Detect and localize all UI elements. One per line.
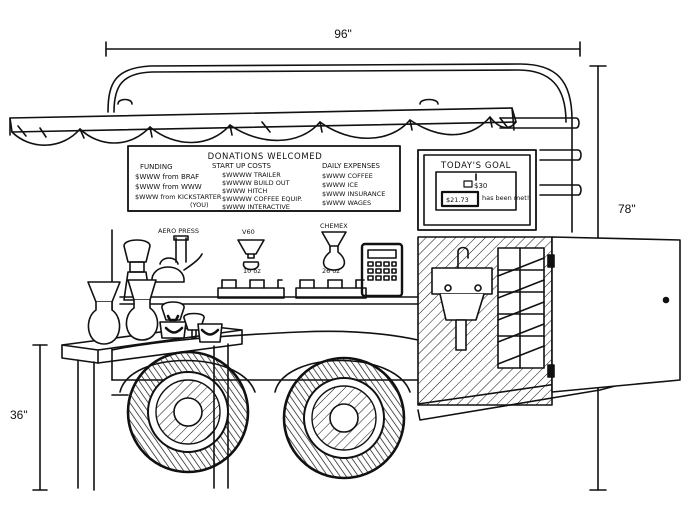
v60-label: V60: [242, 228, 255, 236]
daily-line: $WWW COFFEE: [322, 172, 373, 180]
side-compartment: [417, 236, 553, 406]
coffee-grinder: [123, 239, 151, 301]
cup-trays: [217, 279, 367, 299]
startup-line: $WWW INTERACTIVE: [222, 203, 290, 211]
todays-goal-board: TODAY'S GOAL $30 $21.73 has been met!: [417, 149, 537, 231]
awning: [9, 107, 517, 146]
front-wheel: [126, 350, 250, 474]
width-dimension: 96": [105, 27, 581, 57]
goal-amount: $30: [474, 182, 487, 190]
startup-costs-column: START UP COSTS $WWWW TRAILER $WWWW BUILD…: [212, 162, 302, 211]
v60-dripper: [237, 239, 265, 271]
funding-column: FUNDING $WWW from BRAF $WWW from WWW $WW…: [135, 163, 222, 209]
raised-caption: has been met!: [482, 194, 529, 202]
startup-line: $WWWW TRAILER: [222, 171, 281, 179]
startup-line: $WWW HITCH: [222, 187, 267, 195]
table-height-dimension: 36": [10, 344, 48, 491]
table-cups: [159, 301, 223, 343]
startup-heading: START UP COSTS: [212, 162, 272, 170]
funding-line: $WWW from KICKSTARTER: [135, 193, 222, 201]
aeropress-stand: [173, 235, 189, 263]
width-dimension-label: 96": [334, 27, 352, 41]
v60-size-label: 10 oz: [243, 267, 261, 275]
daily-heading: DAILY EXPENSES: [322, 162, 381, 170]
table-carafes: [87, 279, 159, 345]
payment-terminal: [360, 242, 404, 298]
funding-heading: FUNDING: [140, 163, 173, 171]
kettle: [151, 253, 203, 283]
open-side-door: [547, 236, 681, 393]
chemex-brewer: [321, 231, 347, 271]
donations-board: DONATIONS WELCOMED FUNDING $WWW from BRA…: [127, 145, 401, 212]
funding-line: (YOU): [190, 201, 209, 209]
chemex-size-label: 26 oz: [322, 267, 340, 275]
startup-line: $WWWW BUILD OUT: [222, 179, 290, 187]
startup-line: $WWWW COFFEE EQUIP.: [222, 195, 302, 203]
table-height-label: 36": [10, 408, 28, 422]
funding-line: $WWW from WWW: [135, 183, 202, 191]
height-dimension-label: 78": [618, 202, 636, 216]
daily-line: $WWW INSURANCE: [322, 190, 385, 198]
board-title: DONATIONS WELCOMED: [208, 152, 323, 162]
chemex-label: CHEMEX: [320, 222, 348, 230]
funding-line: $WWW from BRAF: [135, 173, 199, 181]
daily-line: $WWW ICE: [322, 181, 358, 189]
daily-expenses-column: DAILY EXPENSES $WWW COFFEE $WWW ICE $WWW…: [322, 162, 385, 207]
raised-amount: $21.73: [446, 196, 469, 204]
aeropress-label: AERO PRESS: [158, 227, 199, 235]
daily-line: $WWW WAGES: [322, 199, 371, 207]
rear-wheel: [282, 356, 406, 480]
goal-title: TODAY'S GOAL: [440, 161, 511, 171]
